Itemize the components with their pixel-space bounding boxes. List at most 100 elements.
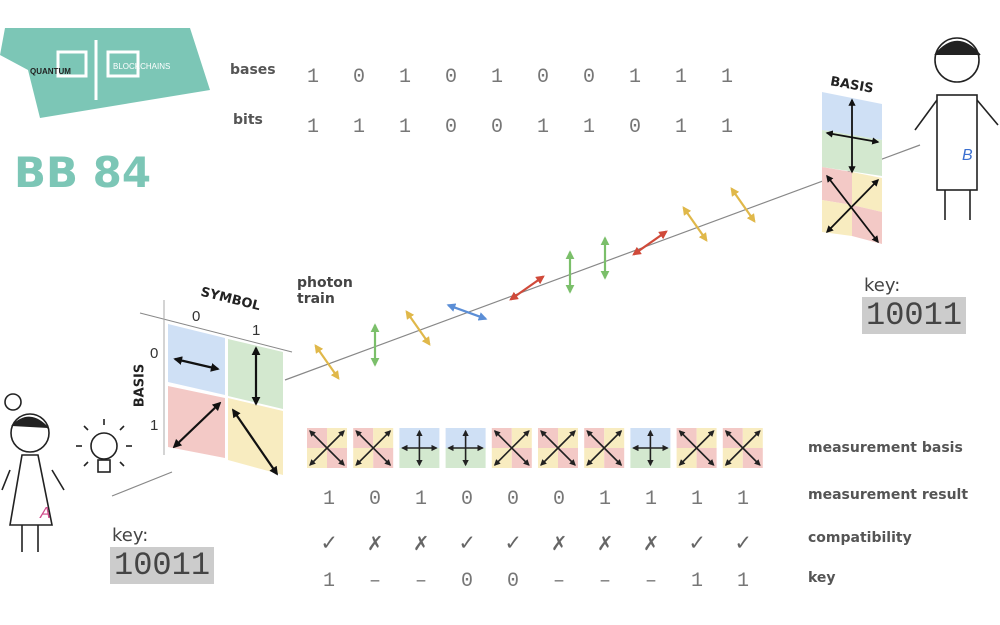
symbol-1-label: 1 [252, 322, 261, 339]
key-value: – [414, 570, 427, 593]
rectilinear-basis-icon [630, 428, 671, 468]
bit-value: 0 [444, 116, 457, 139]
compatibility-mark: ✗ [597, 531, 613, 558]
logo-qb-icon [56, 40, 140, 100]
key-value: – [644, 570, 657, 593]
photon-diag-back [730, 187, 756, 223]
compatibility-mark: ✗ [551, 531, 567, 558]
basis-value: 1 [306, 66, 319, 89]
bob-initial: B [962, 147, 973, 164]
measurement-basis-label: measurement basis [808, 440, 963, 456]
symbol-0-label: 0 [192, 308, 201, 325]
compatibility-mark: ✗ [643, 531, 659, 558]
compatibility-mark: ✓ [735, 531, 751, 558]
result-value: 1 [690, 488, 703, 511]
key-value: 1 [736, 570, 749, 593]
alice-key-label: key: [112, 525, 149, 546]
alice-initial: A [39, 505, 51, 522]
logo-text-blockchains: BLOCKCHAINS [113, 62, 171, 71]
bits-label: bits [233, 112, 263, 128]
bob-key-value: 10011 [862, 297, 967, 334]
diagonal-basis-icon [353, 428, 394, 468]
compatibility-mark: ✗ [367, 531, 383, 558]
key-value: 0 [506, 570, 519, 593]
bases-row: 1 0 1 0 1 0 0 1 1 1 [290, 66, 750, 89]
light-arrow-line [111, 471, 173, 497]
basis-value: 1 [490, 66, 503, 89]
compatibility-row: ✓ ✗ ✗ ✓ ✓ ✗ ✗ ✗ ✓ ✓ [306, 528, 766, 558]
measurement-basis-row [307, 428, 763, 468]
photon-diag-back [682, 206, 708, 242]
result-value: 0 [460, 488, 473, 511]
basis-label: BASIS [132, 363, 148, 408]
compatibility-mark: ✓ [321, 531, 337, 558]
bob-key-label: key: [864, 275, 901, 296]
bit-value: 1 [582, 116, 595, 139]
basis-1-label: 1 [150, 417, 159, 434]
diagonal-basis-icon [722, 428, 763, 468]
page-title: BB 84 [14, 148, 152, 197]
bob-basis-panel [822, 92, 882, 244]
logo-text-quantum: QUANTUM [30, 67, 71, 76]
diagonal-basis-icon [676, 428, 717, 468]
compatibility-mark: ✓ [505, 531, 521, 558]
key-value: – [552, 570, 565, 593]
photon-diag-fwd [509, 275, 545, 301]
result-value: 0 [506, 488, 519, 511]
result-value: 1 [414, 488, 427, 511]
photon-diag-back [405, 310, 431, 346]
key-value: 0 [460, 570, 473, 593]
result-value: 1 [644, 488, 657, 511]
key-value: – [598, 570, 611, 593]
basis-value: 0 [352, 66, 365, 89]
alice-figure [1, 393, 65, 552]
photon-diag-fwd [632, 230, 668, 256]
bit-value: 1 [352, 116, 365, 139]
bases-label: bases [230, 62, 276, 78]
diagonal-basis-icon [307, 428, 347, 468]
bit-value: 0 [490, 116, 503, 139]
compatibility-mark: ✓ [459, 531, 475, 558]
bit-value: 1 [398, 116, 411, 139]
basis-value: 1 [720, 66, 733, 89]
alice-key-value: 10011 [110, 547, 215, 584]
bit-value: 1 [674, 116, 687, 139]
result-value: 0 [368, 488, 381, 511]
result-value: 1 [736, 488, 749, 511]
diagonal-basis-icon [491, 428, 532, 468]
basis-value: 0 [582, 66, 595, 89]
basis-value: 1 [674, 66, 687, 89]
compatibility-mark: ✓ [689, 531, 705, 558]
compatibility-mark: ✗ [413, 531, 429, 558]
result-value: 1 [598, 488, 611, 511]
encoding-grid [139, 300, 293, 476]
compatibility-label: compatibility [808, 530, 912, 546]
measurement-result-label: measurement result [808, 487, 969, 503]
photon-train [314, 187, 756, 380]
key-value: – [368, 570, 381, 593]
rectilinear-basis-icon [399, 428, 440, 468]
rectilinear-basis-icon [445, 428, 486, 468]
basis-0-label: 0 [150, 345, 159, 362]
bit-value: 0 [628, 116, 641, 139]
basis-value: 0 [536, 66, 549, 89]
bob-figure [914, 37, 999, 220]
basis-value: 0 [444, 66, 457, 89]
diagonal-basis-icon [538, 428, 578, 468]
logo-banner [0, 28, 210, 118]
light-bulb-icon [76, 419, 132, 473]
basis-value: 1 [628, 66, 641, 89]
photon-train-label: photon train [297, 275, 353, 307]
key-label: key [808, 570, 836, 586]
basis-value: 1 [398, 66, 411, 89]
diagonal-basis-icon [584, 428, 625, 468]
photon-diag-back [314, 344, 340, 380]
result-value: 1 [322, 488, 335, 511]
photon-horizontal [446, 303, 488, 321]
key-value: 1 [322, 570, 335, 593]
